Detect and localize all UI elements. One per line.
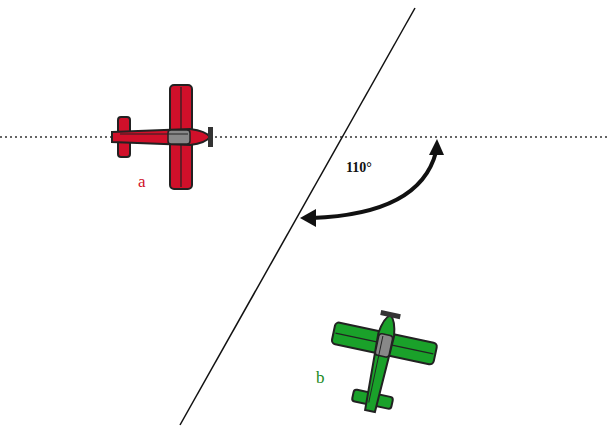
plane-b	[319, 301, 442, 421]
angle-label: 110°	[345, 160, 373, 176]
arrow-head	[429, 139, 444, 155]
angle-arc	[312, 152, 436, 218]
plane-label: b	[315, 368, 326, 388]
reference-line	[0, 136, 608, 137]
plane-a	[112, 85, 213, 189]
plane-label: a	[137, 172, 147, 192]
arrow-head	[300, 209, 316, 227]
